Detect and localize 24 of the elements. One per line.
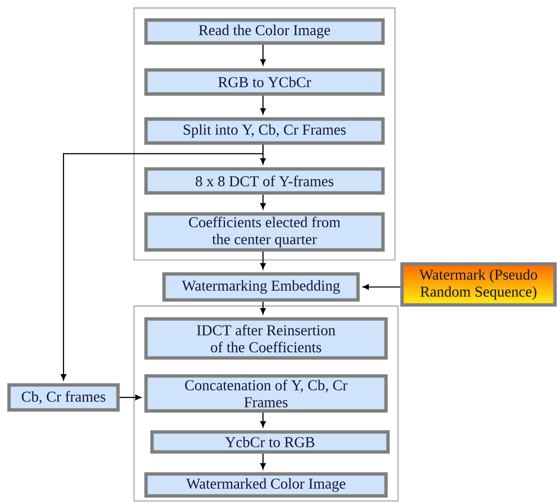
arrow: [120, 394, 142, 400]
process-box: Watermarked Color Image: [144, 472, 388, 498]
process-box: 8 x 8 DCT of Y-frames: [144, 167, 385, 195]
group-frame: [134, 306, 398, 502]
arrow: [362, 284, 400, 290]
arrow: [260, 44, 266, 66]
arrow: [260, 302, 266, 314]
input-box: Watermark (Pseudo Random Sequence): [400, 262, 557, 307]
process-box: YcbCr to RGB: [150, 430, 390, 454]
arrow: [260, 252, 266, 270]
process-box: IDCT after Reinsertion of the Coefficients: [144, 317, 388, 360]
process-box: RGB to YCbCr: [144, 68, 385, 96]
arrow: [260, 454, 266, 470]
process-box: Read the Color Image: [144, 18, 385, 45]
process-box: Coefficients elected from the center quarter: [144, 212, 385, 252]
group-frame: [134, 8, 396, 260]
process-box: Watermarking Embedding: [162, 272, 360, 302]
process-box: Concatenation of Y, Cb, Cr Frames: [144, 374, 388, 413]
arrow: [260, 96, 266, 114]
process-box: Split into Y, Cb, Cr Frames: [144, 117, 385, 145]
arrow: [260, 412, 266, 428]
arrow: [60, 144, 264, 380]
process-box: Cb, Cr frames: [7, 383, 120, 412]
arrow: [260, 194, 266, 210]
